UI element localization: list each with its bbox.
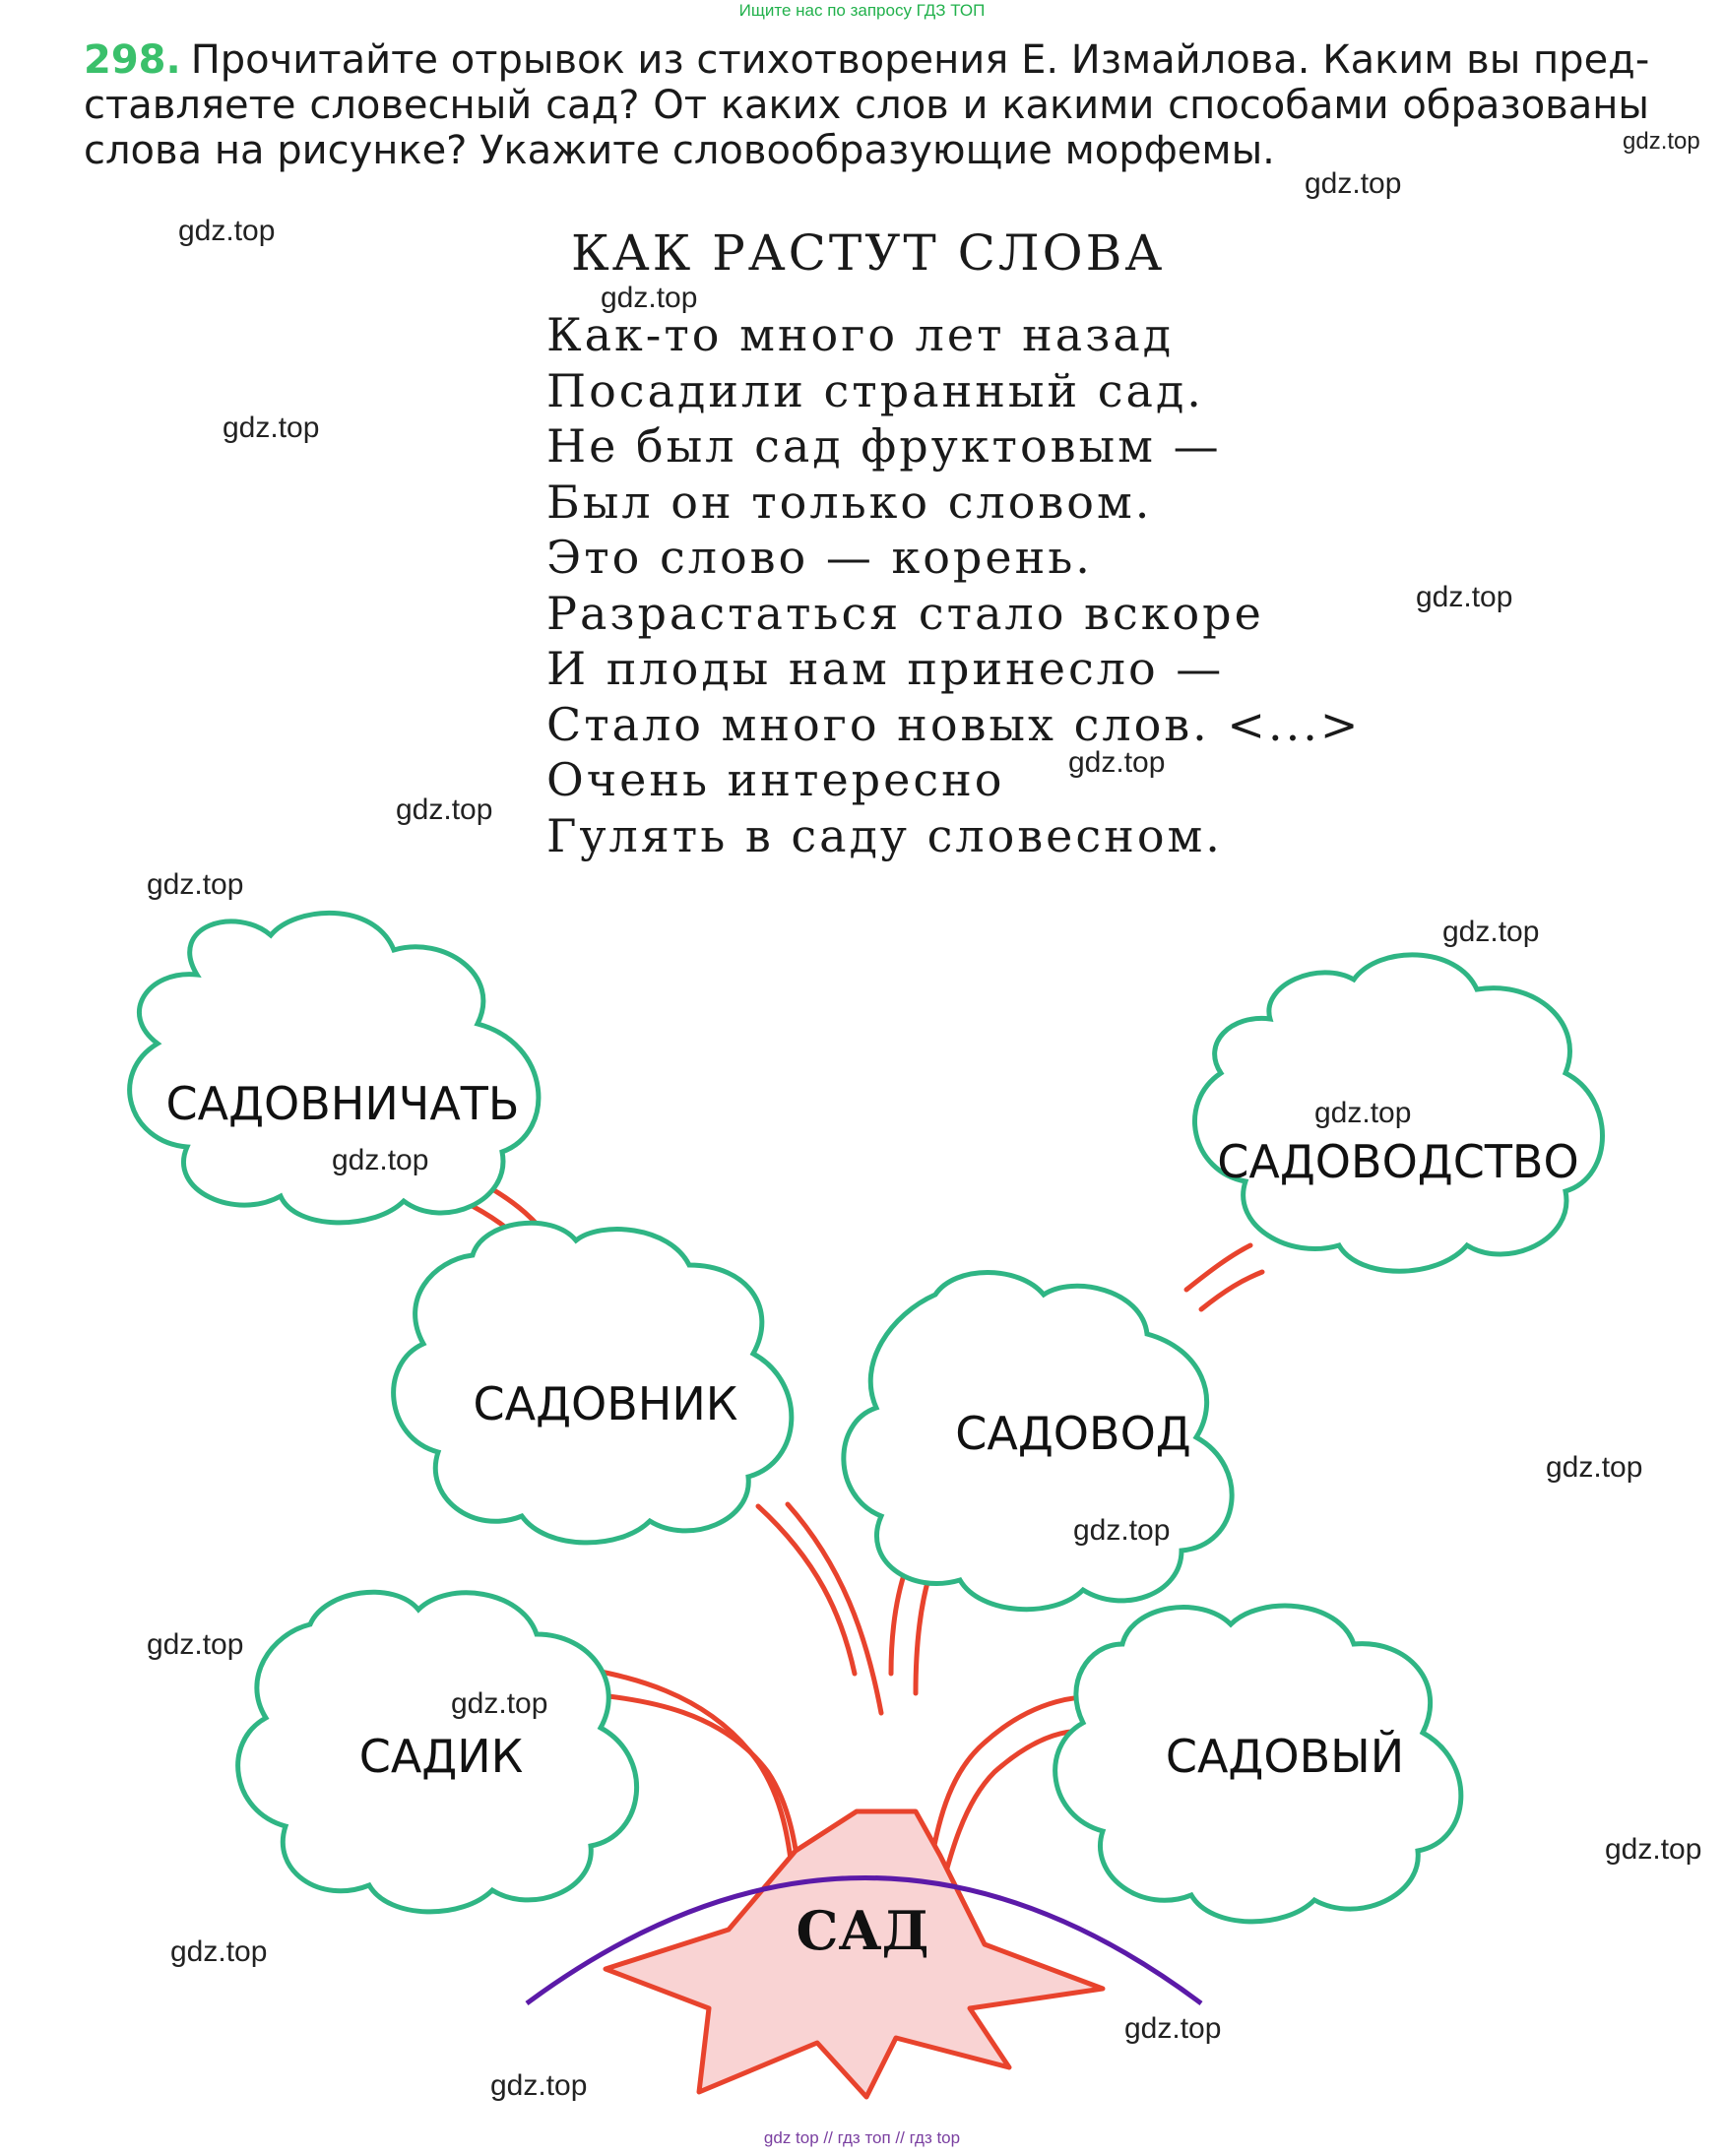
poem-line: И плоды нам принесло — xyxy=(546,642,1225,695)
poem-line: Разрастаться стало вскоре xyxy=(546,586,1264,640)
poem-line: Не был сад фруктовым — xyxy=(546,419,1222,473)
branch-sadovodstvo-inner xyxy=(1198,1269,1265,1312)
bottom-banner: gdz top // гдз топ // гдз top xyxy=(763,2128,961,2147)
cloud-label-sadovnichat: САДОВНИЧАТЬ xyxy=(166,1077,520,1130)
watermark: gdz.top xyxy=(170,1935,268,1968)
task-line-2: ставляете словесный сад? От каких слов и… xyxy=(84,83,1649,128)
task-number: 298. xyxy=(84,37,181,83)
root-burst xyxy=(603,1808,1106,2100)
cloud-sadovnichat xyxy=(127,911,542,1226)
cloud-sadovnik xyxy=(391,1220,795,1546)
branch-sadovnik xyxy=(755,1503,858,1677)
watermark: gdz.top xyxy=(147,868,244,901)
ground-arc xyxy=(525,1875,1203,2006)
poem-line: Стало много новых слов. <...> xyxy=(546,697,1362,751)
watermark: gdz.top xyxy=(1442,916,1540,948)
watermark: gdz.top xyxy=(1073,1514,1171,1547)
cloud-sadik xyxy=(235,1589,640,1915)
watermark: gdz.top xyxy=(490,2069,588,2102)
cloud-label-sadovy: САДОВЫЙ xyxy=(1166,1730,1404,1783)
task-line-1: Прочитайте отрывок из стихотворения Е. И… xyxy=(190,37,1650,83)
watermark: gdz.top xyxy=(1068,746,1166,779)
root-label: САД xyxy=(797,1899,929,1962)
branch-sadovodstvo xyxy=(1183,1242,1253,1293)
branch-sadovnik-inner xyxy=(785,1501,884,1716)
poem-title: КАК РАСТУТ СЛОВА xyxy=(571,224,1166,282)
cloud-label-sadovod: САДОВОД xyxy=(955,1407,1190,1460)
poem-line: Как-то много лет назад xyxy=(546,308,1175,361)
cloud-sadovy xyxy=(1053,1603,1464,1925)
cloud-label-sadik: САДИК xyxy=(359,1730,524,1783)
top-banner: Ищите нас по запросу ГДЗ ТОП xyxy=(738,1,986,20)
poem: Как-то много лет назад Посадили странный… xyxy=(546,307,1361,863)
cloud-sadovod xyxy=(841,1270,1235,1613)
cloud-label-sadovnik: САДОВНИК xyxy=(474,1377,738,1430)
watermark: gdz.top xyxy=(1623,128,1700,155)
poem-line: Гулять в саду словесном. xyxy=(546,808,1223,862)
cloud-sadovodstvo xyxy=(1192,952,1605,1274)
watermark: gdz.top xyxy=(1605,1833,1702,1866)
poem-line: Посадили странный сад. xyxy=(546,363,1204,417)
watermark: gdz.top xyxy=(396,793,493,826)
poem-line: Это слово — корень. xyxy=(546,531,1093,584)
task-text: 298.Прочитайте отрывок из стихотворения … xyxy=(84,37,1649,173)
watermark: gdz.top xyxy=(1416,581,1513,613)
watermark: gdz.top xyxy=(147,1628,244,1661)
watermark: gdz.top xyxy=(332,1144,429,1176)
watermark: gdz.top xyxy=(223,412,320,444)
cloud-label-sadovodstvo: САДОВОДСТВО xyxy=(1217,1135,1578,1188)
poem-line: Очень интересно xyxy=(546,753,1005,806)
watermark: gdz.top xyxy=(601,282,698,314)
task-line-3: слова на рисунке? Укажите словообразующи… xyxy=(84,128,1275,173)
watermark: gdz.top xyxy=(451,1687,548,1720)
poem-line: Был он только словом. xyxy=(546,475,1153,529)
watermark: gdz.top xyxy=(1124,2012,1222,2045)
watermark: gdz.top xyxy=(1546,1451,1643,1484)
watermark: gdz.top xyxy=(178,215,276,247)
watermark: gdz.top xyxy=(1305,167,1402,200)
watermark: gdz.top xyxy=(1314,1097,1412,1129)
